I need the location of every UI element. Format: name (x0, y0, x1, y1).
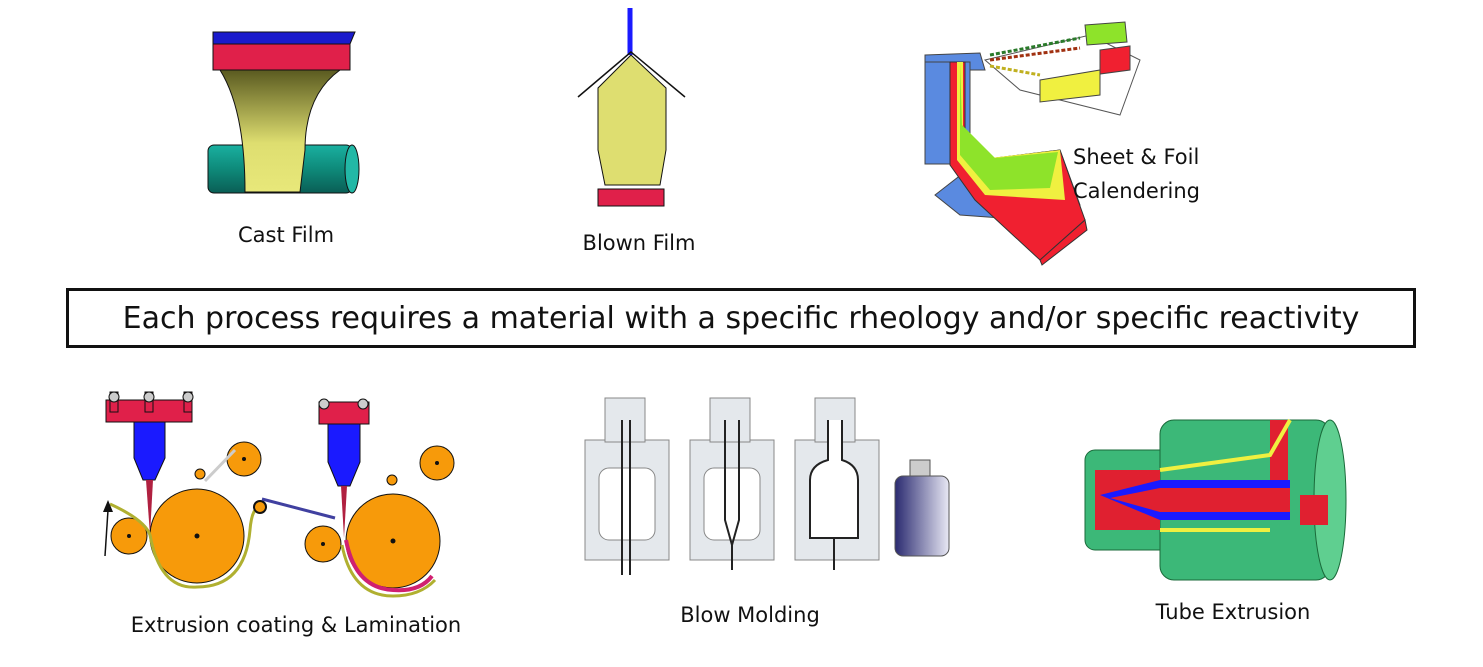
label-calendering-line2: Calendering (1073, 179, 1200, 203)
extrusion-coating-illustration (103, 391, 455, 598)
cast-film-illustration (207, 31, 360, 194)
key-message-banner: Each process requires a material with a … (66, 288, 1416, 348)
label-tube-extrusion: Tube Extrusion (1155, 600, 1311, 624)
calendering-illustration (924, 21, 1141, 266)
label-cast-film: Cast Film (237, 223, 335, 247)
blown-film-illustration (577, 8, 686, 207)
label-blow-molding: Blow Molding (680, 603, 820, 627)
blow-molding-illustration (584, 397, 950, 575)
label-blown-film: Blown Film (582, 231, 696, 255)
label-calendering: Sheet & Foil Calendering (1073, 140, 1200, 208)
label-calendering-line1: Sheet & Foil (1073, 145, 1200, 169)
tube-extrusion-illustration (1084, 419, 1347, 581)
label-extrusion-coating: Extrusion coating & Lamination (130, 613, 462, 637)
